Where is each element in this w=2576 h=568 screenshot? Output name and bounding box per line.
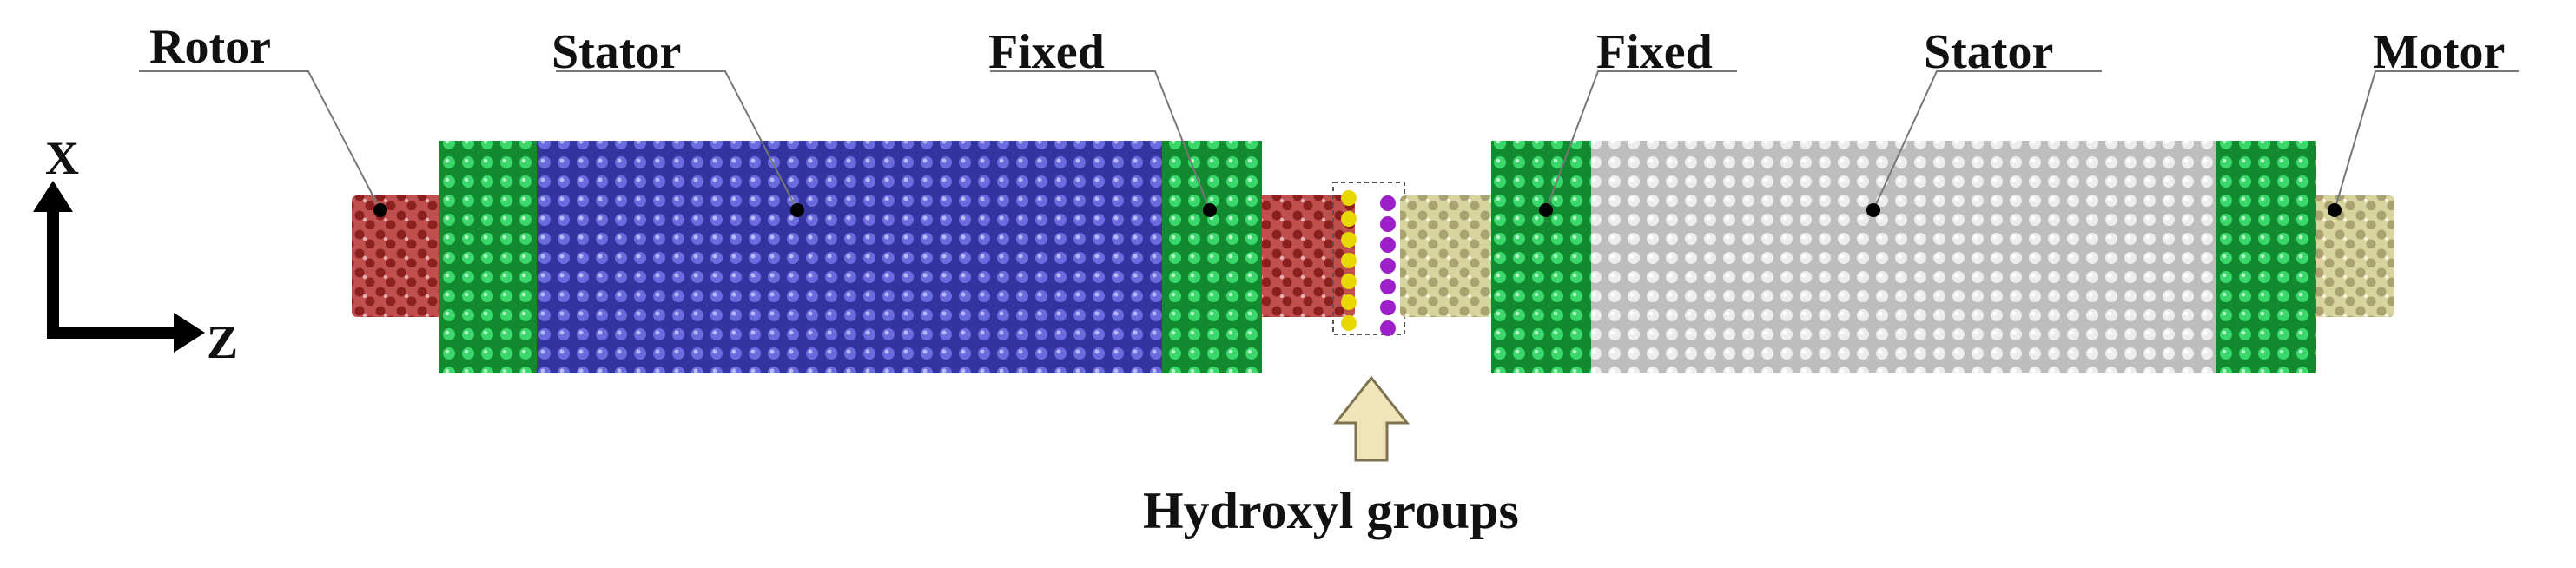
fixed-ring-right-inner bbox=[1491, 141, 1591, 373]
stator-right-leader-line bbox=[1873, 70, 2102, 211]
fixed-left-leader-line bbox=[990, 70, 1211, 211]
label-motor: Motor bbox=[2373, 25, 2505, 79]
hydroxyl-atoms bbox=[1341, 190, 1396, 336]
label-fixed-right: Fixed bbox=[1596, 25, 1713, 79]
hydroxyl-atom-yellow bbox=[1341, 274, 1357, 289]
fixed-ring-left-inner bbox=[1162, 141, 1262, 373]
hydroxyl-atom-yellow bbox=[1341, 294, 1357, 310]
hydroxyl-pointer-arrow bbox=[1332, 375, 1410, 462]
stator-left-tube bbox=[537, 141, 1162, 373]
hydroxyl-atom-purple bbox=[1380, 195, 1396, 211]
stator-right-point bbox=[1866, 203, 1880, 217]
fixed-ring-right-outer bbox=[2216, 141, 2316, 373]
leader-lines bbox=[139, 70, 2519, 211]
left-nanotube-assembly bbox=[352, 141, 1355, 373]
axis-indicator: X Z bbox=[33, 132, 238, 368]
label-stator-left: Stator bbox=[552, 25, 681, 79]
hydroxyl-atom-yellow bbox=[1341, 211, 1357, 227]
fixed-ring-left-outer bbox=[439, 141, 537, 373]
hydroxyl-atom-yellow bbox=[1341, 253, 1357, 268]
axis-x-label: X bbox=[45, 132, 79, 184]
label-stator-right: Stator bbox=[1924, 25, 2053, 79]
axis-x-arrowhead bbox=[33, 181, 73, 212]
hydroxyl-atom-purple bbox=[1380, 237, 1396, 253]
label-hydroxyl-groups: Hydroxyl groups bbox=[1143, 482, 1519, 539]
axis-z-label: Z bbox=[207, 316, 238, 368]
hydroxyl-atom-purple bbox=[1380, 320, 1396, 336]
label-rotor: Rotor bbox=[149, 20, 271, 74]
fixed-right-leader-line bbox=[1545, 70, 1737, 211]
stator-left-leader-line bbox=[556, 70, 798, 211]
stator-right-tube bbox=[1591, 141, 2216, 373]
leader-points bbox=[373, 203, 2342, 217]
hydroxyl-atom-purple bbox=[1380, 216, 1396, 232]
hydroxyl-atom-yellow bbox=[1341, 232, 1357, 248]
fixed-right-point bbox=[1539, 203, 1553, 217]
fixed-left-point bbox=[1203, 203, 1217, 217]
axis-x-arrow-shaft bbox=[47, 208, 59, 339]
hydroxyl-groups bbox=[1332, 182, 1405, 336]
hydroxyl-atom-yellow bbox=[1341, 190, 1357, 206]
axis-z-arrow-shaft bbox=[47, 327, 177, 339]
right-nanotube-assembly bbox=[1400, 141, 2394, 373]
hydroxyl-atom-purple bbox=[1380, 258, 1396, 274]
stator-left-point bbox=[790, 203, 804, 217]
motor-leader-line bbox=[2334, 70, 2519, 211]
rotor-point bbox=[373, 203, 387, 217]
hydroxyl-atom-purple bbox=[1380, 279, 1396, 294]
label-fixed-left: Fixed bbox=[988, 25, 1105, 79]
motor-point bbox=[2328, 203, 2342, 217]
hydroxyl-atom-purple bbox=[1380, 300, 1396, 315]
hydroxyl-dashed-box bbox=[1332, 182, 1405, 335]
axis-z-arrowhead bbox=[174, 313, 205, 353]
rotor-leader-line bbox=[139, 70, 381, 211]
hydroxyl-atom-yellow bbox=[1341, 315, 1357, 331]
